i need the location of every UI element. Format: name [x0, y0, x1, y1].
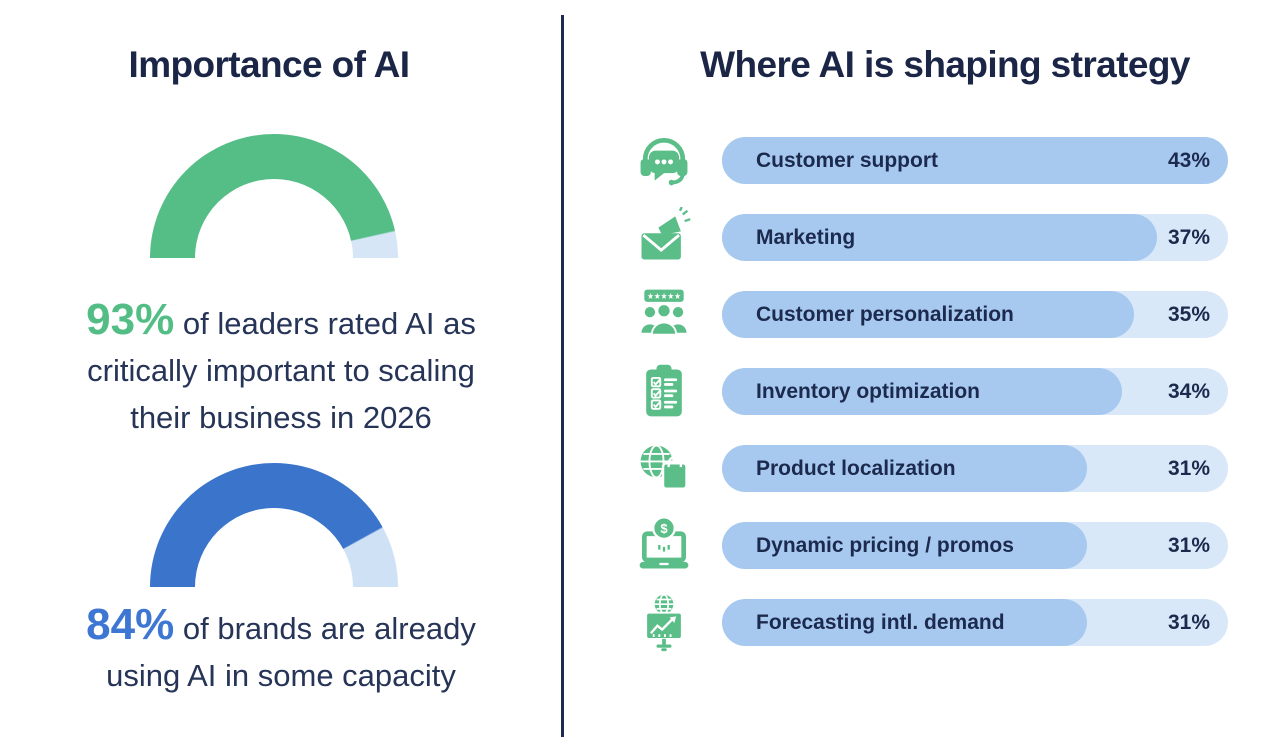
bar-track — [722, 137, 1228, 184]
bar-fill — [722, 368, 1123, 415]
bar-track — [722, 522, 1228, 569]
svg-text:$: $ — [660, 521, 668, 536]
bar-fill — [722, 599, 1087, 646]
stat-93-line1: 93% of leaders rated AI as — [11, 296, 551, 347]
bar-track — [722, 599, 1228, 646]
bar-label: Marketing — [756, 226, 856, 249]
bar-percent: 31% — [1167, 534, 1210, 557]
bar-row-marketing: Marketing 37% — [563, 207, 1280, 261]
bar-row-customer-personalization: ★★★★★ Customer personalization 35% — [563, 289, 1280, 338]
stat-84-value: 84% — [86, 600, 175, 649]
bar-label: Customer support — [756, 149, 939, 172]
stat-93-line3: their business in 2026 — [130, 400, 432, 435]
bar-fill — [722, 137, 1228, 184]
vertical-divider — [561, 15, 564, 737]
dynamic-pricing-laptop-coin-icon: $ — [639, 516, 689, 569]
stat-84-line1: 84% of brands are already — [11, 601, 551, 652]
bar-track — [722, 368, 1228, 415]
bar-percent: 31% — [1167, 457, 1210, 480]
right-panel-title: Where AI is shaping strategy — [700, 44, 1190, 85]
bar-row-forecasting-demand: Forecasting intl. demand 31% — [563, 593, 1280, 652]
bar-percent: 34% — [1167, 380, 1210, 403]
bar-label: Product localization — [756, 457, 956, 480]
stat-84-line2: using AI in some capacity — [106, 658, 456, 693]
bar-row-dynamic-pricing: $ Dynamic pricing / promos 31% — [563, 516, 1280, 569]
bar-label: Dynamic pricing / promos — [756, 534, 1014, 557]
gauge-84-percent — [150, 463, 398, 587]
bar-percent: 35% — [1167, 303, 1210, 326]
stat-84-line1-text: of brands are already — [182, 611, 476, 646]
marketing-megaphone-envelope-icon — [641, 207, 691, 260]
bar-percent: 37% — [1167, 226, 1210, 249]
bar-percent: 31% — [1167, 611, 1210, 634]
inventory-optimization-clipboard-icon — [646, 364, 682, 417]
forecasting-demand-globe-chart-icon — [645, 593, 683, 652]
bar-label: Inventory optimization — [756, 380, 981, 403]
strategy-bar-list: Customer support 43% Marketing — [563, 137, 1280, 652]
stat-93-line2: critically important to scaling — [87, 353, 475, 388]
bar-track — [722, 291, 1228, 338]
gauge-93-percent — [150, 134, 398, 258]
stat-93-value: 93% — [86, 295, 175, 344]
left-panel-title: Importance of AI — [128, 44, 411, 85]
bar-row-inventory-optimization: Inventory optimization 34% — [563, 364, 1280, 417]
bar-percent: 43% — [1167, 149, 1210, 172]
bar-row-product-localization: Product localization 31% — [563, 444, 1280, 492]
product-localization-globe-bag-icon — [640, 444, 688, 490]
importance-of-ai-panel: Importance of AI 93% of leaders rated AI… — [0, 0, 562, 752]
bar-track — [722, 214, 1228, 261]
bar-fill — [722, 522, 1087, 569]
bar-label: Customer personalization — [756, 303, 1014, 326]
customer-personalization-people-icon: ★★★★★ — [641, 289, 687, 336]
bar-row-customer-support: Customer support 43% — [563, 137, 1280, 186]
stat-93-text: 93% of leaders rated AI as critically im… — [11, 296, 551, 441]
customer-support-headset-icon — [640, 138, 688, 186]
ai-strategy-panel: Where AI is shaping strategy Custome — [563, 0, 1280, 752]
bar-fill — [722, 445, 1087, 492]
stat-93-line1-text: of leaders rated AI as — [182, 306, 476, 341]
bar-label: Forecasting intl. demand — [756, 611, 1005, 634]
svg-text:★★★★★: ★★★★★ — [647, 291, 681, 301]
bar-fill — [722, 291, 1134, 338]
bar-track — [722, 445, 1228, 492]
bar-fill — [722, 214, 1158, 261]
stat-84-text: 84% of brands are already using AI in so… — [11, 601, 551, 699]
